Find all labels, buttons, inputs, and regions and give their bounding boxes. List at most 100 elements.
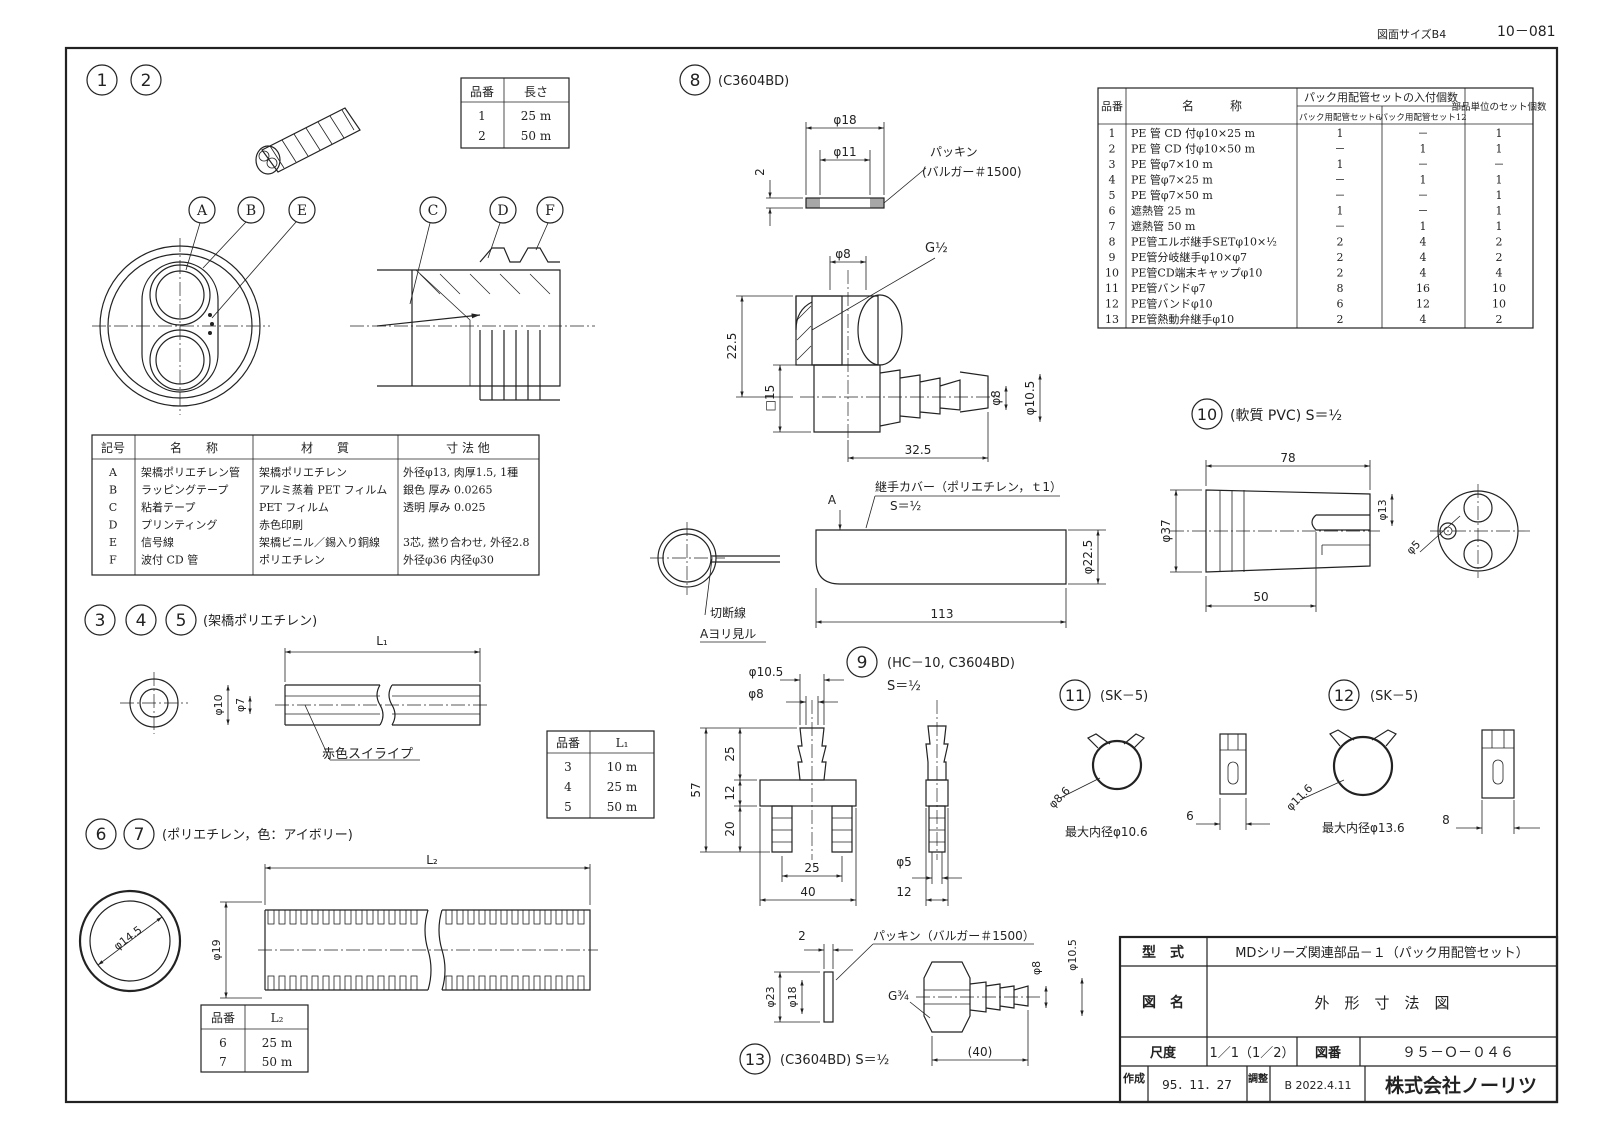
material-cell: 3芯, 撚り合わせ, 外径2.8	[403, 535, 529, 549]
svg-text:品番: 品番	[556, 736, 580, 750]
set-table-cell: 9	[1109, 251, 1116, 264]
set-table-cell: PE管バンドφ10	[1131, 297, 1213, 311]
sheet-code: 10－081	[1497, 24, 1556, 40]
material-cell: F	[109, 554, 117, 567]
set-table-cell: 2	[1337, 251, 1344, 264]
dim-w6: 6	[1186, 809, 1194, 823]
dim-d11: φ11	[833, 145, 856, 159]
set-table-cell: 2	[1337, 267, 1344, 280]
pipe-l1-side-view: L₁ φ10 φ7 赤色スイライプ	[212, 634, 490, 762]
company-name: 株式会社ノーリツ	[1385, 1074, 1537, 1097]
svg-text:7: 7	[219, 1055, 227, 1069]
part-8-material-note: (C3604BD)	[718, 74, 789, 89]
view-a-label: Aヨリ見ル	[700, 627, 756, 641]
set-table-cell: 1	[1420, 220, 1427, 233]
set-table-cell: －	[1335, 189, 1346, 202]
cut-line-label: 切断線	[710, 605, 746, 620]
part-number-6: 6	[96, 825, 107, 845]
svg-text:6: 6	[219, 1036, 227, 1050]
dim-d13: φ13	[1376, 499, 1389, 520]
material-cell: プリンティング	[141, 518, 217, 532]
callout-c: C	[428, 203, 439, 219]
set-table-cell: 2	[1496, 251, 1503, 264]
set-table-cell: 遮熱管 50 m	[1131, 219, 1196, 233]
set-table-cell: 1	[1496, 174, 1503, 187]
set-table-cell: 5	[1109, 189, 1116, 202]
part-7-material-note: (ポリエチレン，色：アイボリー)	[162, 827, 353, 843]
svg-text:品番: 品番	[211, 1011, 235, 1025]
material-cell: 架橋ポリエチレン管	[141, 465, 240, 479]
part-number-2: 2	[141, 71, 152, 91]
part-number-4: 4	[136, 611, 147, 631]
made-label: 作成	[1123, 1071, 1145, 1085]
set-table-cell: 1	[1496, 143, 1503, 156]
material-cell: 架橋ポリエチレン	[259, 465, 347, 479]
material-cell: ポリエチレン	[259, 554, 325, 567]
drawing-size-label: 図面サイズB4	[1377, 27, 1446, 41]
material-cell: D	[109, 519, 118, 532]
part-9-section: 9 (HC－10, C3604BD) S＝½ φ10.5 φ8 57 25	[689, 646, 1015, 906]
set-table-cell: 2	[1496, 236, 1503, 249]
part-9-material-note: (HC－10, C3604BD)	[887, 656, 1015, 671]
packing-label: パッキン	[930, 145, 978, 159]
set-table-cell: 2	[1337, 313, 1344, 326]
table-3-4-5: 品番 L₁ 3 10 m 4 25 m 5 50 m	[546, 730, 655, 819]
red-stripe-label: 赤色スイライプ	[322, 746, 413, 762]
set-table-cell: 4	[1109, 174, 1116, 187]
set-table-cell: 1	[1109, 127, 1116, 140]
set-table: 品番 名 称 パック用配管セットの入付個数 パック用配管セット6 パック用配管セ…	[1097, 87, 1547, 329]
made-date: 95．11．27	[1162, 1078, 1232, 1092]
packing-full-label: パッキン（バルガー＃1500）	[873, 929, 1035, 943]
dim-h20: 20	[723, 821, 737, 836]
set-table-cell: 1	[1496, 189, 1503, 202]
model-value: MDシリーズ関連部品－１（パック用配管セット）	[1235, 945, 1529, 961]
set-table-cell: －	[1494, 158, 1505, 171]
dim-d18-packing: φ18	[786, 986, 799, 1007]
dim-d105-branch: φ10.5	[749, 665, 784, 679]
dim-d105-valve: φ10.5	[1066, 939, 1079, 971]
part-number-10: 10	[1197, 405, 1217, 424]
part-8-section: 8 (C3604BD) φ18 φ11 2 パッキン (バルガー＃1500)	[650, 64, 1106, 643]
set-table-cell: 4	[1420, 251, 1427, 264]
set-table-cell: 8	[1337, 282, 1344, 295]
svg-text:パック用配管セットの入付個数: パック用配管セットの入付個数	[1304, 90, 1458, 104]
dim-d105-side: φ10.5	[1023, 381, 1037, 416]
set-table-cell: PE 管 CD 付φ10×50 m	[1131, 142, 1256, 156]
set-table-cell: 1	[1496, 205, 1503, 218]
set-table-cell: 7	[1109, 220, 1116, 233]
part-number-8: 8	[690, 71, 701, 91]
set-table-cell: －	[1335, 143, 1346, 156]
set-table-cell: 1	[1420, 143, 1427, 156]
svg-text:L₂: L₂	[271, 1011, 284, 1025]
drawing-number-value: ９５－Ｏ－０４６	[1402, 1045, 1514, 1061]
set-table-cell: 4	[1420, 313, 1427, 326]
material-cell: 架橋ビニル／錫入り銅線	[259, 535, 380, 549]
material-cell: B	[109, 484, 117, 497]
dim-d145: φ14.5	[111, 923, 144, 952]
dim-d5-side: φ5	[896, 855, 912, 869]
set-table-cell: －	[1418, 189, 1429, 202]
adjust-date: B 2022.4.11	[1284, 1079, 1351, 1092]
dim-d7: φ7	[234, 698, 247, 712]
set-table-cell: －	[1335, 174, 1346, 187]
set-table-cell: 1	[1337, 158, 1344, 171]
part-10-material-note: (軟質 PVC) S＝½	[1230, 408, 1342, 424]
set-table-cell: 12	[1105, 298, 1119, 311]
set-table-cell: 4	[1420, 236, 1427, 249]
set-table-cell: 4	[1420, 267, 1427, 280]
adjust-label: 調整	[1248, 1072, 1268, 1085]
set-table-cell: 4	[1496, 267, 1503, 280]
set-table-cell: 2	[1496, 313, 1503, 326]
dim-t2: 2	[753, 168, 767, 176]
set-table-cell: 10	[1105, 267, 1119, 280]
svg-text:25 m: 25 m	[607, 780, 638, 794]
svg-text:名 称: 名 称	[170, 440, 218, 455]
dim-d10: φ10	[212, 694, 225, 715]
svg-text:寸 法 他: 寸 法 他	[446, 441, 490, 455]
view-arrow-a: A	[828, 493, 837, 507]
material-cell: 波付 CD 管	[141, 553, 198, 567]
svg-text:5: 5	[564, 800, 572, 814]
material-cell: 外径φ13, 肉厚1.5, 1種	[403, 465, 518, 479]
packing-spec-label: (バルガー＃1500)	[922, 165, 1022, 179]
